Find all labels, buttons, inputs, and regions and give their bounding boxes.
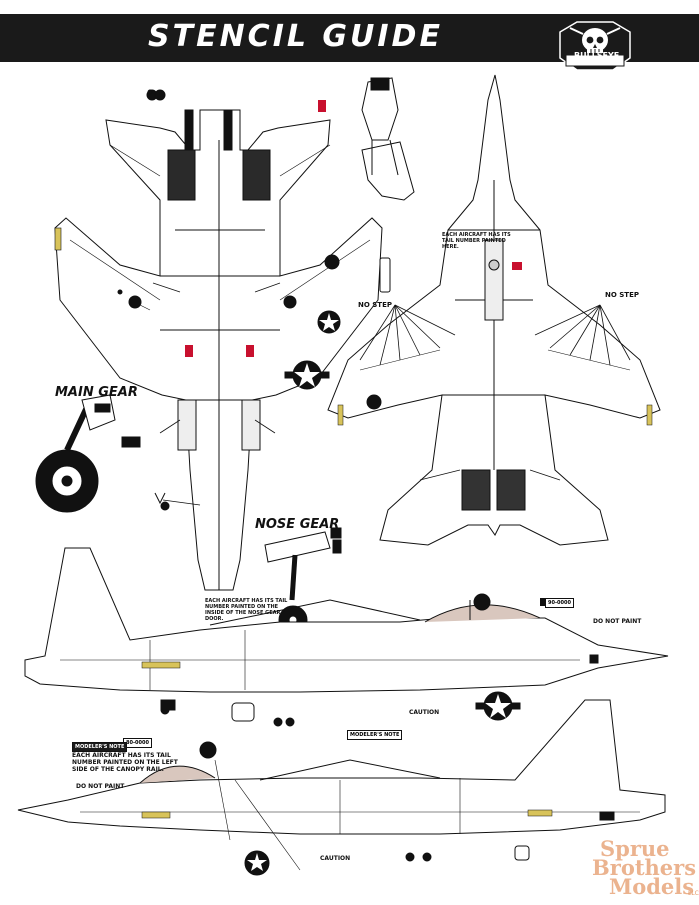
ejection-seat	[318, 77, 415, 201]
caution-label-2: CAUTION	[320, 855, 351, 862]
do-not-paint-right: DO NOT PAINT	[593, 618, 642, 625]
side-view-left-aircraft	[17, 699, 666, 871]
side-view-right-aircraft	[24, 547, 669, 715]
bottom-view-aircraft	[327, 74, 661, 546]
modelers-note-tag: MODELER'S NOTE	[347, 730, 403, 740]
skull-icon	[569, 27, 621, 53]
page-title: STENCIL GUIDE	[148, 19, 443, 54]
canopy-tail-number-note: EACH AIRCRAFT HAS ITS TAIL NUMBER PAINTE…	[72, 752, 178, 773]
no-step-label-right: NO STEP	[605, 291, 639, 299]
nose-gear-drawing	[264, 527, 342, 635]
center-tail-number-note: EACH AIRCRAFT HAS ITS TAIL NUMBER PAINTE…	[442, 232, 511, 250]
no-step-arrows	[359, 304, 631, 481]
caution-label-1: CAUTION	[409, 709, 440, 716]
top-view-aircraft	[54, 89, 383, 591]
roundel-icon	[244, 254, 521, 876]
nose-gear-label: NOSE GEAR	[255, 517, 340, 532]
modelers-note-header: MODELER'S NOTE	[72, 742, 128, 752]
nose-door-tail-number-note: EACH AIRCRAFT HAS ITS TAIL NUMBER PAINTE…	[205, 598, 288, 622]
tail-serial-top: 90-0000	[545, 598, 574, 608]
stencil-glyphs	[147, 89, 530, 861]
main-gear-drawing	[35, 394, 141, 513]
top-view-arrows	[152, 282, 281, 506]
no-step-label-left: NO STEP	[358, 301, 392, 309]
bullseye-logo	[559, 21, 631, 71]
watermark-line1: Sprue	[600, 836, 670, 861]
watermark-line2: Brothers	[592, 855, 697, 880]
watermark-line3: Models	[609, 874, 695, 899]
do-not-paint-left: DO NOT PAINT	[76, 783, 125, 790]
watermark-suffix: LLC	[688, 890, 699, 897]
bullseye-logo-text: BULLSEYE	[574, 51, 620, 60]
main-gear-label: MAIN GEAR	[55, 385, 138, 400]
